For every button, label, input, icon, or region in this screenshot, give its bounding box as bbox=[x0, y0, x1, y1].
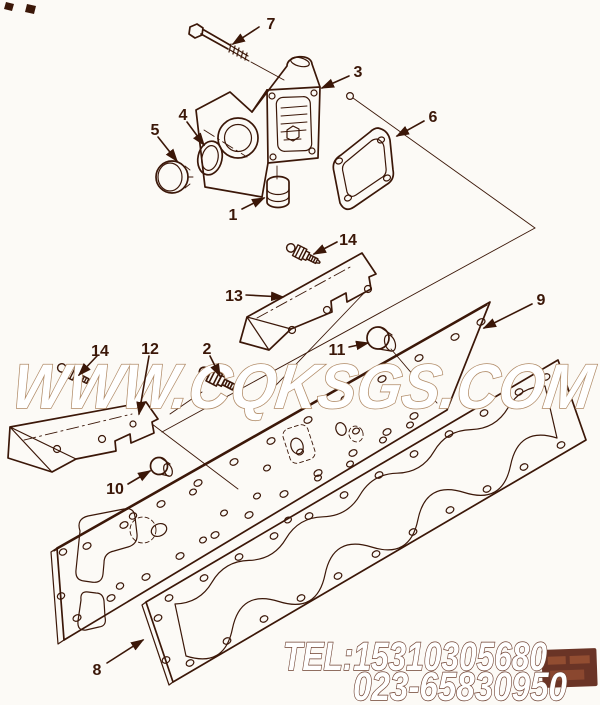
o-ring-part bbox=[196, 140, 224, 176]
callout-number-11: 11 bbox=[329, 342, 346, 359]
plug-11-part bbox=[366, 326, 397, 352]
callout-number-10: 10 bbox=[106, 481, 124, 498]
red-stamp bbox=[541, 648, 598, 688]
callout-number-13: 13 bbox=[225, 288, 243, 305]
callout-number-4: 4 bbox=[179, 107, 188, 124]
thermostat-housing-part bbox=[195, 55, 321, 198]
side-plate-part bbox=[50, 301, 491, 645]
housing-gasket-part bbox=[332, 127, 395, 211]
callout-number-9: 9 bbox=[537, 292, 546, 309]
plate-gasket-part bbox=[141, 359, 587, 686]
callout-number-2: 2 bbox=[203, 341, 212, 358]
callout-number-14: 14 bbox=[339, 232, 357, 249]
watermark-phone: TEL:15310305680 023-65830950 bbox=[282, 634, 568, 705]
callout-number-7: 7 bbox=[267, 16, 276, 33]
watermark-site-text: WWW.CQKSGS.COM bbox=[8, 352, 599, 422]
watermark-tel-line1: TEL:15310305680 bbox=[283, 635, 547, 679]
watermark-site: WWW.CQKSGS.COM bbox=[7, 351, 600, 422]
callout-number-1: 1 bbox=[229, 207, 238, 224]
callout-number-12: 12 bbox=[141, 341, 159, 358]
cup-plug-part bbox=[266, 175, 290, 209]
fitting-14-top bbox=[283, 239, 324, 269]
plug-10-part bbox=[149, 456, 173, 477]
callouts: 7 3 4 5 6 1 14 13 9 14 12 2 11 10 8 bbox=[77, 16, 546, 679]
scan-artifact-marks bbox=[4, 2, 36, 14]
locator-lines bbox=[151, 91, 536, 490]
callout-number-14: 14 bbox=[91, 343, 109, 360]
lower-cover-part bbox=[7, 401, 159, 473]
bolt-part bbox=[188, 23, 285, 81]
upper-cover-part bbox=[239, 252, 377, 351]
watermark-tel-line2: 023-65830950 bbox=[353, 665, 567, 705]
callout-number-3: 3 bbox=[354, 64, 363, 81]
callout-number-8: 8 bbox=[93, 662, 102, 679]
callout-number-5: 5 bbox=[151, 122, 160, 139]
hex-plug-part bbox=[155, 160, 194, 194]
callout-number-6: 6 bbox=[429, 109, 438, 126]
